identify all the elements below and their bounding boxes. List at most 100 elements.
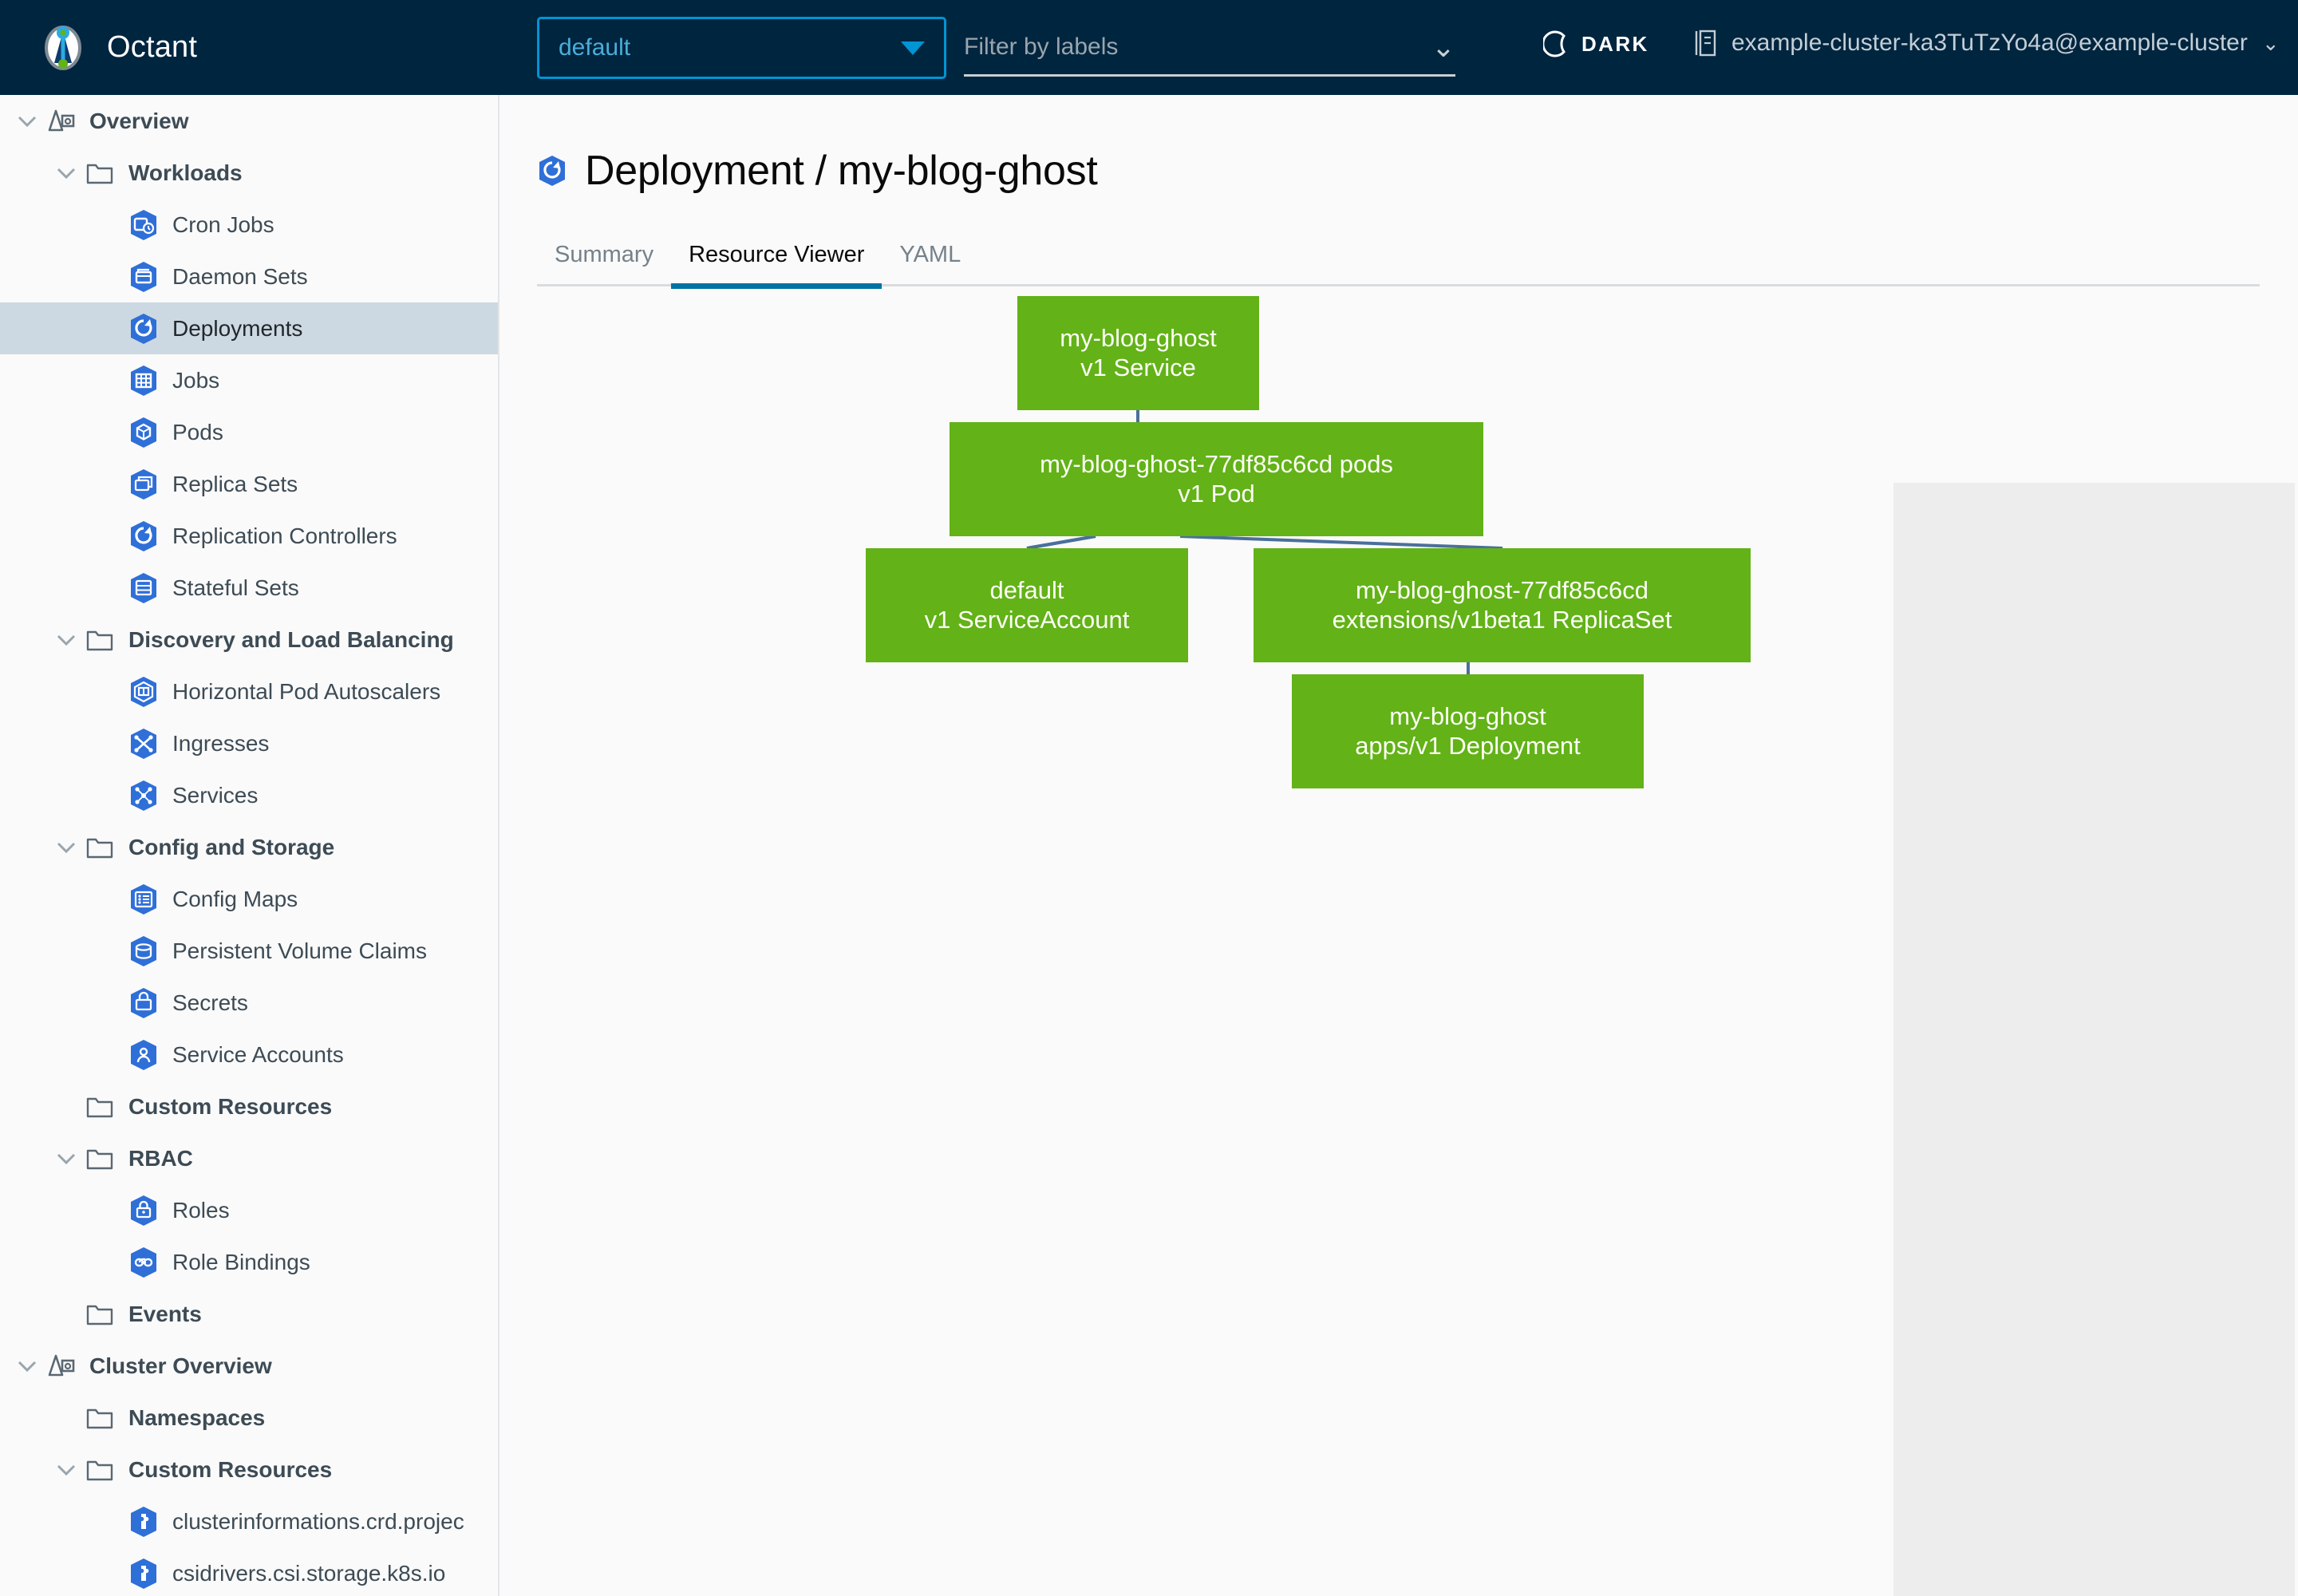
- sidebar-item-label: Replica Sets: [172, 471, 298, 496]
- sidebar-item-services[interactable]: Services: [0, 769, 498, 821]
- graph-node-serviceaccount[interactable]: default v1 ServiceAccount: [866, 548, 1188, 662]
- top-header: Octant default Filter by labels ⌄ DARK e…: [0, 0, 2298, 95]
- statefulset-icon: [128, 572, 160, 604]
- sidebar-item-namespaces[interactable]: Namespaces: [0, 1392, 498, 1444]
- sidebar-item-config-and-storage[interactable]: Config and Storage: [0, 821, 498, 873]
- chevron-down-icon[interactable]: [44, 166, 89, 180]
- sidebar-item-label: Horizontal Pod Autoscalers: [172, 678, 441, 704]
- sidebar-item-config-maps[interactable]: Config Maps: [0, 873, 498, 925]
- brand[interactable]: Octant: [38, 23, 197, 73]
- sidebar-item-label: Workloads: [128, 160, 243, 185]
- sidebar-item-label: Deployments: [172, 315, 303, 341]
- label-filter-input[interactable]: Filter by labels ⌄: [964, 19, 1455, 77]
- node-line-2: extensions/v1beta1 ReplicaSet: [1332, 605, 1672, 634]
- sidebar-item-label: Overview: [89, 108, 189, 133]
- sidebar-item-daemon-sets[interactable]: Daemon Sets: [0, 251, 498, 302]
- sidebar-item-secrets[interactable]: Secrets: [0, 977, 498, 1029]
- node-line-1: my-blog-ghost-77df85c6cd: [1355, 575, 1649, 604]
- sidebar-item-stateful-sets[interactable]: Stateful Sets: [0, 562, 498, 614]
- graph-node-deployment[interactable]: my-blog-ghost apps/v1 Deployment: [1292, 674, 1644, 788]
- node-line-2: v1 ServiceAccount: [924, 605, 1130, 634]
- sidebar-item-cluster-overview[interactable]: Cluster Overview: [0, 1340, 498, 1392]
- sidebar-item-overview[interactable]: Overview: [0, 95, 498, 147]
- tab-summary[interactable]: Summary: [555, 241, 654, 267]
- crd-icon: [128, 1506, 160, 1538]
- chevron-down-icon[interactable]: [5, 114, 49, 128]
- sidebar-item-role-bindings[interactable]: Role Bindings: [0, 1236, 498, 1288]
- sidebar-item-horizontal-pod-autoscalers[interactable]: Horizontal Pod Autoscalers: [0, 666, 498, 717]
- sidebar-item-custom-resources[interactable]: Custom Resources: [0, 1080, 498, 1132]
- deployment-icon: [128, 520, 160, 552]
- sidebar-item-replication-controllers[interactable]: Replication Controllers: [0, 510, 498, 562]
- sidebar-item-events[interactable]: Events: [0, 1288, 498, 1340]
- sidebar-item-deployments[interactable]: Deployments: [0, 302, 498, 354]
- daemonset-icon: [128, 261, 160, 293]
- caret-down-icon: [901, 41, 925, 55]
- secret-icon: [128, 987, 160, 1019]
- folder-icon: [84, 1406, 116, 1430]
- chevron-down-icon: ⌄: [1431, 30, 1455, 63]
- page-title: Deployment / my-blog-ghost: [537, 147, 1098, 195]
- namespace-select[interactable]: default: [537, 17, 946, 79]
- content-tabs[interactable]: Summary Resource Viewer YAML: [537, 223, 2260, 289]
- sidebar-item-service-accounts[interactable]: Service Accounts: [0, 1029, 498, 1080]
- service-icon: [128, 780, 160, 812]
- sidebar-item-label: Cluster Overview: [89, 1353, 272, 1378]
- overview-icon: [45, 108, 77, 135]
- resource-viewer-canvas[interactable]: my-blog-ghost v1 Service my-blog-ghost-7…: [537, 289, 2295, 1596]
- crd-icon: [128, 1558, 160, 1590]
- node-line-1: my-blog-ghost: [1060, 323, 1217, 352]
- chevron-down-icon[interactable]: [44, 1152, 89, 1166]
- sidebar-item-label: Jobs: [172, 367, 220, 393]
- folder-icon: [84, 1147, 116, 1171]
- hpa-icon: [128, 676, 160, 708]
- sidebar-item-label: csidrivers.csi.storage.k8s.io: [172, 1560, 446, 1586]
- sidebar-item-label: clusterinformations.crd.projec: [172, 1508, 464, 1534]
- role-icon: [128, 1195, 160, 1227]
- sidebar-item-label: Custom Resources: [128, 1093, 333, 1119]
- sidebar-item-custom-resources[interactable]: Custom Resources: [0, 1444, 498, 1495]
- sidebar-item-pods[interactable]: Pods: [0, 406, 498, 458]
- tab-yaml[interactable]: YAML: [899, 241, 961, 267]
- moon-icon: [1542, 29, 1570, 59]
- label-filter-placeholder: Filter by labels: [964, 33, 1119, 60]
- brand-name: Octant: [107, 30, 198, 64]
- pvc-icon: [128, 935, 160, 967]
- detail-side-pane: [1893, 483, 2295, 1596]
- chevron-down-icon[interactable]: [44, 1463, 89, 1477]
- cluster-picker[interactable]: example-cluster-ka3TuTzYo4a@example-clus…: [1695, 29, 2280, 57]
- sidebar-item-roles[interactable]: Roles: [0, 1184, 498, 1236]
- main-content: Deployment / my-blog-ghost Summary Resour…: [501, 95, 2298, 1596]
- overview-icon: [45, 1353, 77, 1380]
- sidebar-item-persistent-volume-claims[interactable]: Persistent Volume Claims: [0, 925, 498, 977]
- sidebar-item-ingresses[interactable]: Ingresses: [0, 717, 498, 769]
- node-line-2: v1 Pod: [1178, 479, 1255, 508]
- tab-resource-viewer[interactable]: Resource Viewer: [671, 223, 882, 289]
- folder-icon: [84, 1458, 116, 1482]
- sidebar-item-label: Pods: [172, 419, 223, 444]
- sidebar-item-label: Custom Resources: [128, 1456, 333, 1482]
- sidebar-item-replica-sets[interactable]: Replica Sets: [0, 458, 498, 510]
- configmap-icon: [128, 883, 160, 915]
- sidebar-item-jobs[interactable]: Jobs: [0, 354, 498, 406]
- sidebar-item-label: Roles: [172, 1197, 230, 1223]
- chevron-down-icon[interactable]: [5, 1359, 49, 1373]
- sidebar-item-csidrivers-csi-storage-k8s-io[interactable]: csidrivers.csi.storage.k8s.io: [0, 1547, 498, 1596]
- sidebar-item-discovery-and-load-balancing[interactable]: Discovery and Load Balancing: [0, 614, 498, 666]
- serviceaccount-icon: [128, 1039, 160, 1071]
- folder-icon: [84, 628, 116, 652]
- deployment-icon: [128, 313, 160, 345]
- dark-mode-toggle[interactable]: DARK: [1542, 29, 1649, 59]
- node-line-1: default: [989, 575, 1064, 604]
- graph-node-replicaset[interactable]: my-blog-ghost-77df85c6cd extensions/v1be…: [1254, 548, 1751, 662]
- sidebar-item-clusterinformations-crd-projec[interactable]: clusterinformations.crd.projec: [0, 1495, 498, 1547]
- sidebar-item-rbac[interactable]: RBAC: [0, 1132, 498, 1184]
- chevron-down-icon[interactable]: [44, 840, 89, 855]
- graph-node-pod[interactable]: my-blog-ghost-77df85c6cd pods v1 Pod: [950, 422, 1483, 536]
- sidebar-item-workloads[interactable]: Workloads: [0, 147, 498, 199]
- chevron-down-icon[interactable]: [44, 633, 89, 647]
- graph-node-service[interactable]: my-blog-ghost v1 Service: [1017, 296, 1259, 410]
- sidebar-item-cron-jobs[interactable]: Cron Jobs: [0, 199, 498, 251]
- sidebar-item-label: Stateful Sets: [172, 575, 299, 600]
